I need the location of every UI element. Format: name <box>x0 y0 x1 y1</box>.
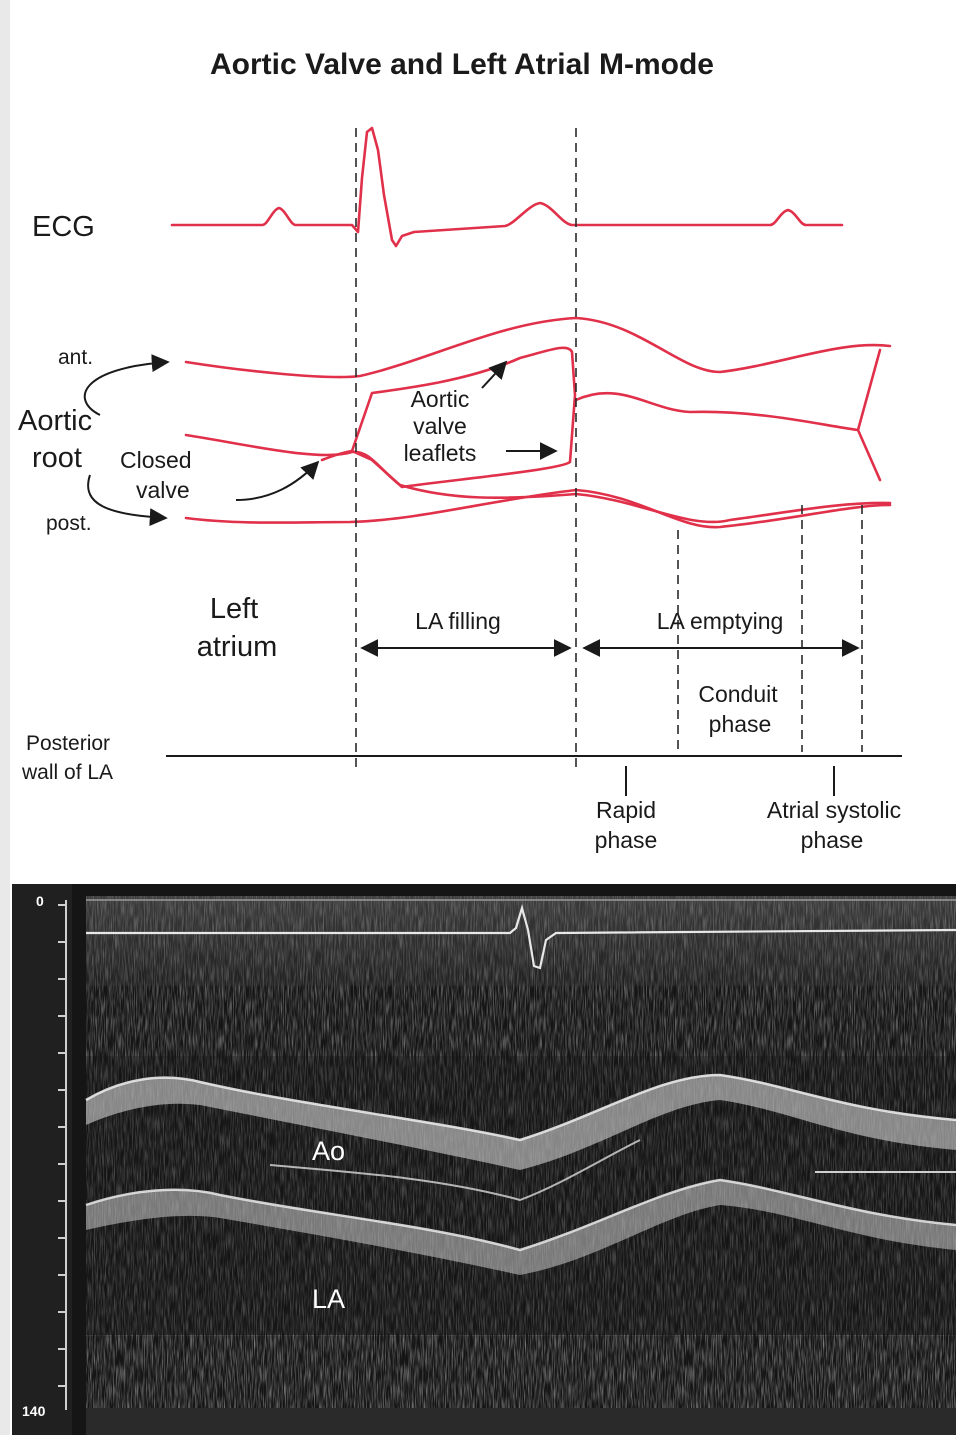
aortic-root-posterior-wall <box>186 435 890 522</box>
atrial-systolic-label-2: phase <box>801 827 864 853</box>
page-edge <box>0 0 10 1435</box>
la-posterior-line <box>186 490 890 527</box>
aortic-root-label-1: Aortic <box>18 405 92 437</box>
atrial-systolic-label-1: Atrial systolic <box>767 797 901 823</box>
leaflet-arrow-up <box>482 362 506 388</box>
closed-valve-arrow <box>236 462 318 500</box>
la-emptying-label: LA emptying <box>657 608 784 634</box>
echo-ao-label: Ao <box>312 1136 345 1166</box>
closed-valve-label-1: Closed <box>120 447 192 473</box>
echo-la-label: LA <box>312 1284 345 1314</box>
closed-leaflet-line-2 <box>858 430 880 480</box>
leaflets-label-3: leaflets <box>404 440 477 466</box>
aortic-root-label-2: root <box>32 442 82 474</box>
aortic-root-anterior-wall <box>186 318 890 377</box>
rapid-phase-label-2: phase <box>595 827 658 853</box>
closed-leaflet-line <box>576 350 880 430</box>
depth-label-bottom: 140 <box>22 1403 46 1419</box>
conduit-phase-label-1: Conduit <box>698 681 778 707</box>
posterior-wall-label-1: Posterior <box>26 732 110 755</box>
depth-label-top: 0 <box>36 893 44 909</box>
conduit-phase-label-2: phase <box>709 711 772 737</box>
posterior-wall-label-2: wall of LA <box>21 761 113 784</box>
leaflets-label-1: Aortic <box>411 386 470 412</box>
left-atrium-label-2: atrium <box>197 631 278 663</box>
figure-title: Aortic Valve and Left Atrial M-mode <box>210 48 714 81</box>
mmode-echo-image: 0 140 Ao LA <box>12 884 956 1435</box>
ecg-trace <box>172 128 842 246</box>
ant-label: ant. <box>58 346 93 369</box>
left-atrium-label-1: Left <box>210 593 258 625</box>
post-label: post. <box>46 512 92 535</box>
closed-valve-label-2: valve <box>136 477 190 503</box>
ant-arrow <box>85 362 168 415</box>
rapid-phase-label-1: Rapid <box>596 797 656 823</box>
ecg-label: ECG <box>32 211 95 243</box>
leaflets-label-2: valve <box>413 413 467 439</box>
la-filling-label: LA filling <box>415 608 501 634</box>
